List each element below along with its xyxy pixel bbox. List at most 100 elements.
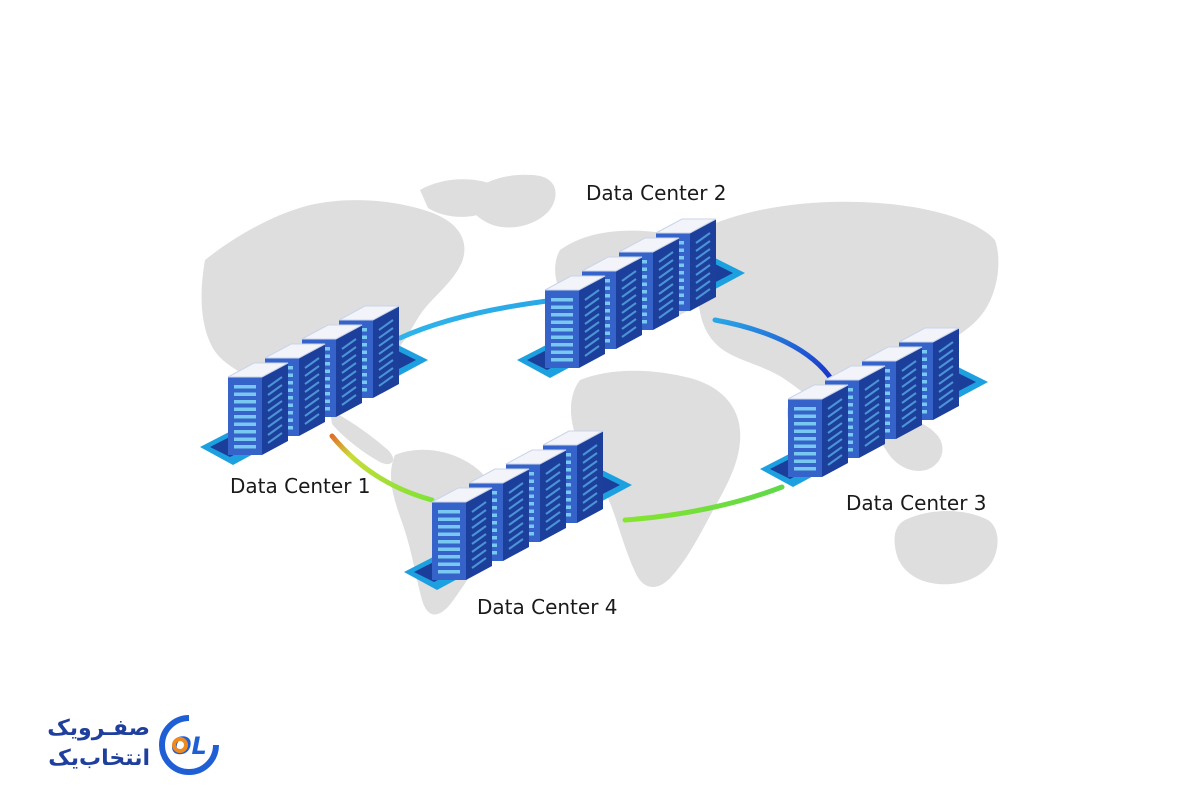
rack-vent: [794, 422, 816, 426]
rack-side-vent: [545, 519, 561, 531]
rack-side-vent: [695, 264, 711, 276]
rack-side: [503, 469, 529, 561]
rack-side-vent: [341, 346, 357, 358]
rack-side-vent: [378, 359, 394, 371]
rack-side-vent: [658, 275, 674, 287]
rack-side-vent: [267, 376, 283, 388]
rack-side-vent: [267, 400, 283, 412]
rack-side-vent: [304, 357, 320, 369]
rack-side-vent: [582, 484, 598, 496]
rack-side-vent: [471, 525, 487, 537]
rack-vent: [234, 437, 256, 441]
rack-side-vent: [938, 357, 954, 369]
rack-vent: [438, 562, 460, 566]
rack-side-vent: [508, 490, 524, 502]
rack-cluster-dc2: [517, 218, 745, 378]
rack-side-vent: [545, 471, 561, 483]
rack-vent: [551, 305, 573, 309]
rack-side-vent: [267, 416, 283, 428]
rack-side-vent: [582, 492, 598, 504]
rack-side-vent: [864, 403, 880, 415]
rack-side-vent: [658, 291, 674, 303]
rack-side-vent: [695, 240, 711, 252]
rack-side-vent: [545, 463, 561, 475]
rack-side-vent: [584, 297, 600, 309]
rack-vent: [551, 313, 573, 317]
rack-side-vent: [341, 338, 357, 350]
rack-side-vent: [267, 432, 283, 444]
rack-side-vent: [658, 259, 674, 271]
rack-side-vent: [901, 368, 917, 380]
data-center-racks: [200, 218, 988, 590]
rack-top: [264, 343, 326, 359]
rack-side-vent: [695, 288, 711, 300]
rack-side-vent: [658, 299, 674, 311]
rack-side-vent: [584, 313, 600, 325]
rack-side-vent: [621, 286, 637, 298]
rack-side-vent: [864, 395, 880, 407]
rack-side-vent: [621, 302, 637, 314]
rack-side-vent: [582, 500, 598, 512]
rack-vent: [794, 459, 816, 463]
rack-side-vent: [901, 360, 917, 372]
rack-vent: [794, 444, 816, 448]
rack-side-vent: [864, 387, 880, 399]
rack-side-vent: [341, 362, 357, 374]
rack-side-vent: [508, 482, 524, 494]
logo-text-line1: صفـرویک: [47, 716, 150, 741]
rack-side-vent: [304, 405, 320, 417]
rack-vent: [438, 570, 460, 574]
rack-side-vent: [827, 430, 843, 442]
rack-vent: [794, 429, 816, 433]
rack-side-vent: [584, 329, 600, 341]
rack-side-vent: [658, 283, 674, 295]
rack-side: [933, 328, 959, 420]
logo-mark-icon: OL: [159, 714, 220, 775]
rack-side-vent: [658, 267, 674, 279]
rack-side-vent: [864, 411, 880, 423]
rack-cluster-dc3: [760, 327, 988, 487]
rack-vent: [438, 555, 460, 559]
rack-side-vent: [508, 522, 524, 534]
rack-side: [336, 325, 362, 417]
rack-side-vent: [901, 408, 917, 420]
rack-vent: [551, 335, 573, 339]
rack-top: [468, 468, 530, 484]
label-data-center-3: Data Center 3: [846, 491, 987, 515]
rack-side-vent: [864, 435, 880, 447]
rack-top: [227, 362, 289, 378]
rack-vent: [551, 358, 573, 362]
rack-vent: [794, 467, 816, 471]
rack-side-vent: [471, 541, 487, 553]
rack-side-vent: [304, 413, 320, 425]
rack-side-vent: [508, 514, 524, 526]
rack-vent: [794, 452, 816, 456]
rack-side-vent: [901, 416, 917, 428]
rack-vent: [234, 385, 256, 389]
rack-side-vent: [582, 444, 598, 456]
rack-side-vent: [864, 427, 880, 439]
rack-side-vent: [471, 509, 487, 521]
rack-side-vent: [341, 354, 357, 366]
rack-top: [581, 256, 643, 272]
rack-side: [653, 238, 679, 330]
rack-vent: [438, 532, 460, 536]
rack-side-vent: [695, 256, 711, 268]
rack-side-vent: [584, 337, 600, 349]
rack-vent: [551, 320, 573, 324]
rack-side-vent: [378, 343, 394, 355]
server-rack-dc4-1: [431, 487, 493, 580]
rack-side-vent: [267, 392, 283, 404]
rack-vent: [551, 328, 573, 332]
rack-side-vent: [508, 538, 524, 550]
rack-side-vent: [658, 251, 674, 263]
label-data-center-1: Data Center 1: [230, 474, 371, 498]
rack-side-vent: [938, 389, 954, 401]
rack-top: [544, 275, 606, 291]
rack-side-vent: [378, 327, 394, 339]
rack-side-vent: [864, 379, 880, 391]
rack-side-vent: [267, 408, 283, 420]
rack-side-vent: [304, 365, 320, 377]
rack-side-vent: [621, 318, 637, 330]
label-data-center-4: Data Center 4: [477, 595, 618, 619]
